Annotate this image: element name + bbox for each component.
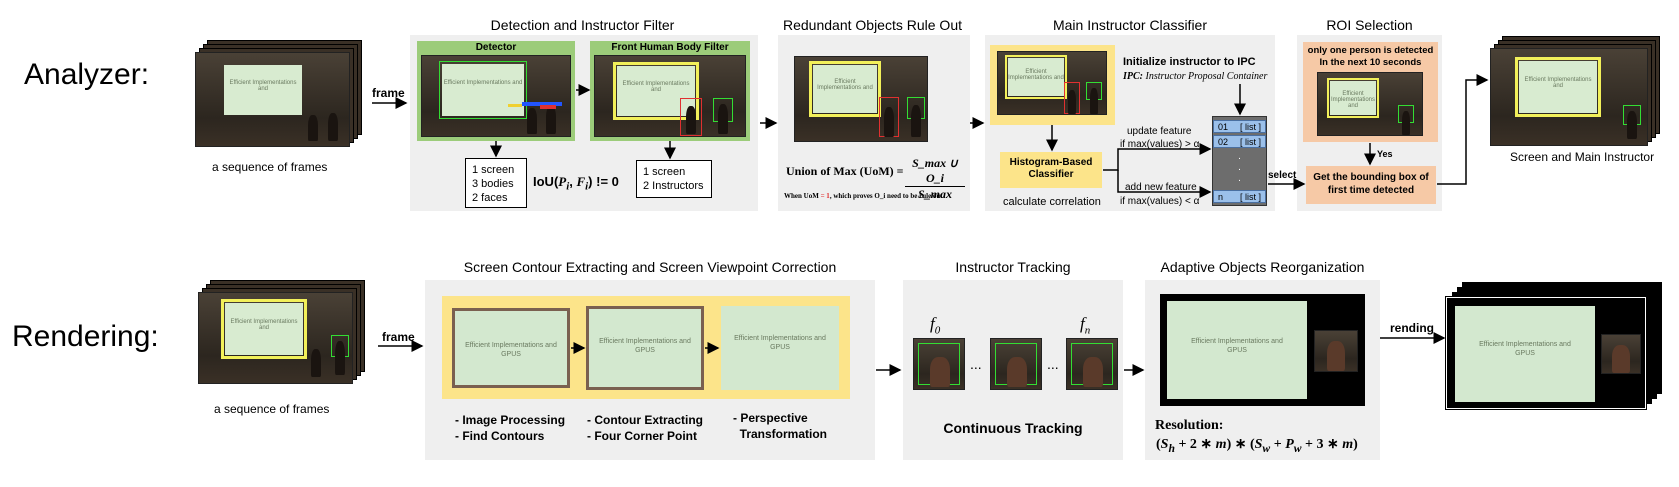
iou-formula: IoU(Pi, Fi) != 0 (533, 174, 619, 193)
analyzer-output-caption: Screen and Main Instructor (1510, 150, 1655, 164)
arrow-roi-to-output (1437, 74, 1489, 185)
output-frame-photo: Efficient Implementations and (1490, 48, 1648, 146)
detector-photo: Efficient Implementations and (421, 55, 571, 137)
analyzer-output-stack: Efficient Implementations and (1490, 36, 1670, 151)
input-frame-photo: Efficient Implementations and (195, 52, 350, 147)
tracking-title: Instructor Tracking (955, 259, 1071, 275)
roi-photo: Efficient Implementations and (1317, 72, 1423, 136)
select-label: select (1268, 170, 1297, 181)
ipc-row: n[ list ] (1213, 190, 1266, 203)
tracking-frame (913, 338, 965, 390)
detection-title: Detection and Instructor Filter (490, 17, 675, 33)
roi-check-box: only one person is detected In the next … (1303, 42, 1438, 142)
resolution-label: Resolution: (1155, 418, 1224, 433)
adaptive-instructor (1314, 330, 1358, 372)
uom-note-pre: When UoM (784, 192, 819, 200)
ipc-row: 01[ list ] (1213, 120, 1266, 133)
tracking-frame (990, 338, 1042, 390)
ipc-ellipsis: ··· (1237, 153, 1242, 186)
classifier-photo-highlight: Efficient Implementations and (990, 45, 1115, 125)
uom-label: Union of Max (UoM) = (786, 164, 904, 178)
tracking-f0: f0 (930, 314, 941, 337)
update-feature-cond: if max(values) > α (1120, 139, 1200, 150)
rendering-input-stack: Efficient Implementations and (198, 280, 373, 390)
rendering-row-label: Rendering: (12, 320, 159, 353)
screen-title: Screen Contour Extracting and Screen Vie… (463, 259, 837, 275)
tracking-ellipsis: ... (970, 356, 982, 372)
rendering-frame-label: frame (382, 330, 415, 344)
ipc-container: 01[ list ] 02[ list ] ··· n[ list ] (1212, 116, 1267, 206)
uom-denominator: S_max (917, 187, 952, 201)
tracking-fn: fn (1080, 314, 1091, 337)
analyzer-input-caption: a sequence of frames (212, 160, 328, 174)
filter-out-screen: 1 screen (643, 166, 686, 178)
resolution-formula: (Sh + 2 ∗ m) ∗ (Sw + Pw + 3 ∗ m) (1156, 437, 1358, 455)
add-feature-cond: if max(values) < α (1120, 196, 1200, 207)
roi-condition-text: only one person is detected In the next … (1307, 45, 1434, 68)
ipc-expansion: Instructor Proposal Container (1143, 71, 1268, 82)
calculate-correlation: calculate correlation (1003, 196, 1101, 208)
roi-yes: Yes (1377, 149, 1393, 159)
front-body-filter-box: Front Human Body Filter Efficient Implem… (590, 41, 750, 141)
init-ipc-line2: IPC: Instructor Proposal Container (1123, 71, 1267, 82)
filter-out-instructors: 2 Instructors (643, 180, 704, 192)
detector-box: Detector Efficient Implementations and (417, 41, 575, 141)
rending-label: rending (1390, 321, 1434, 335)
get-bounding-box: Get the bounding box of first time detec… (1306, 166, 1436, 204)
adaptive-title: Adaptive Objects Reorganization (1160, 259, 1365, 275)
tracking-frame (1066, 338, 1118, 390)
add-feature-label: add new feature (1125, 182, 1197, 193)
detector-label: Detector (475, 42, 517, 53)
detector-out-bodies: 3 bodies (472, 178, 514, 190)
analyzer-frame-label: frame (372, 86, 405, 100)
rendering-input-photo: Efficient Implementations and (198, 292, 353, 384)
redundant-photo: Efficient Implementations and (794, 56, 928, 142)
continuous-tracking-label: Continuous Tracking (943, 420, 1083, 436)
screen-step-1-label: - Image Processing- Find Contours (455, 413, 566, 443)
uom-note-eq: = 1 (820, 192, 830, 200)
screen-step-3-label: - Perspective Transformation (733, 411, 828, 441)
analyzer-row-label: Analyzer: (24, 58, 150, 91)
detector-out-faces: 2 faces (472, 192, 508, 204)
uom-fraction: S_max ∪ O_i S_max (905, 156, 965, 202)
classifier-title: Main Instructor Classifier (1052, 17, 1208, 33)
front-filter-photo: Efficient Implementations and (594, 55, 746, 137)
uom-note-post: , which proves O_i need to be rule out (829, 192, 943, 200)
ipc-row: 02[ list ] (1213, 135, 1266, 148)
filter-output-box: 1 screen 2 Instructors (636, 160, 712, 198)
classifier-photo: Efficient Implementations and (997, 51, 1107, 115)
detector-output-box: 1 screen 3 bodies 2 faces (465, 158, 527, 208)
front-filter-label: Front Human Body Filter (611, 42, 729, 53)
update-feature-label: update feature (1127, 126, 1192, 137)
uom-numerator: S_max ∪ O_i (905, 156, 965, 187)
ipc-abbrev: IPC: (1123, 71, 1143, 82)
analyzer-input-stack: Efficient Implementations and (195, 40, 370, 150)
init-ipc-line1: Initialize instructor to IPC (1123, 56, 1256, 68)
redundant-title: Redundant Objects Rule Out (783, 17, 962, 33)
tracking-ellipsis: ... (1047, 356, 1059, 372)
roi-title: ROI Selection (1326, 17, 1413, 33)
histogram-classifier-box: Histogram-Based Classifier (1000, 152, 1102, 188)
screen-step-2-label: - Contour Extracting- Four Corner Point (587, 413, 703, 443)
rendering-input-caption: a sequence of frames (214, 402, 330, 416)
detector-out-screen: 1 screen (472, 164, 515, 176)
uom-note: When UoM = 1, which proves O_i need to b… (784, 192, 943, 200)
